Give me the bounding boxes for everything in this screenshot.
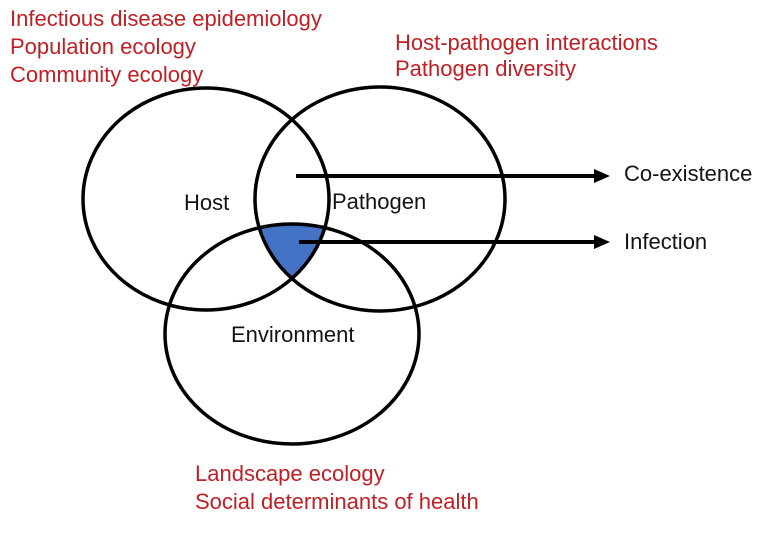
- environment-circle: [163, 222, 421, 446]
- environment-circle-label: Environment: [231, 322, 355, 347]
- annotation-line: Community ecology: [10, 62, 204, 87]
- host-circle-label: Host: [184, 190, 230, 215]
- annotation-top-left: Infectious disease epidemiology Populati…: [10, 5, 322, 89]
- coexistence-arrow-label: Co-existence: [624, 161, 753, 186]
- pathogen-circle: [253, 85, 507, 313]
- host-circle: [81, 86, 331, 312]
- annotation-line: Infectious disease epidemiology: [10, 6, 322, 31]
- annotation-line: Population ecology: [10, 34, 196, 59]
- annotation-top-right: Host-pathogen interactions Pathogen dive…: [395, 30, 658, 82]
- annotation-line: Landscape ecology: [195, 461, 385, 486]
- annotation-line: Pathogen diversity: [395, 56, 576, 81]
- annotation-line: Social determinants of health: [195, 489, 479, 514]
- infection-arrow-label: Infection: [624, 229, 708, 254]
- annotation-line: Host-pathogen interactions: [395, 30, 658, 55]
- pathogen-circle-label: Pathogen: [332, 189, 427, 214]
- annotation-bottom: Landscape ecology Social determinants of…: [195, 460, 479, 516]
